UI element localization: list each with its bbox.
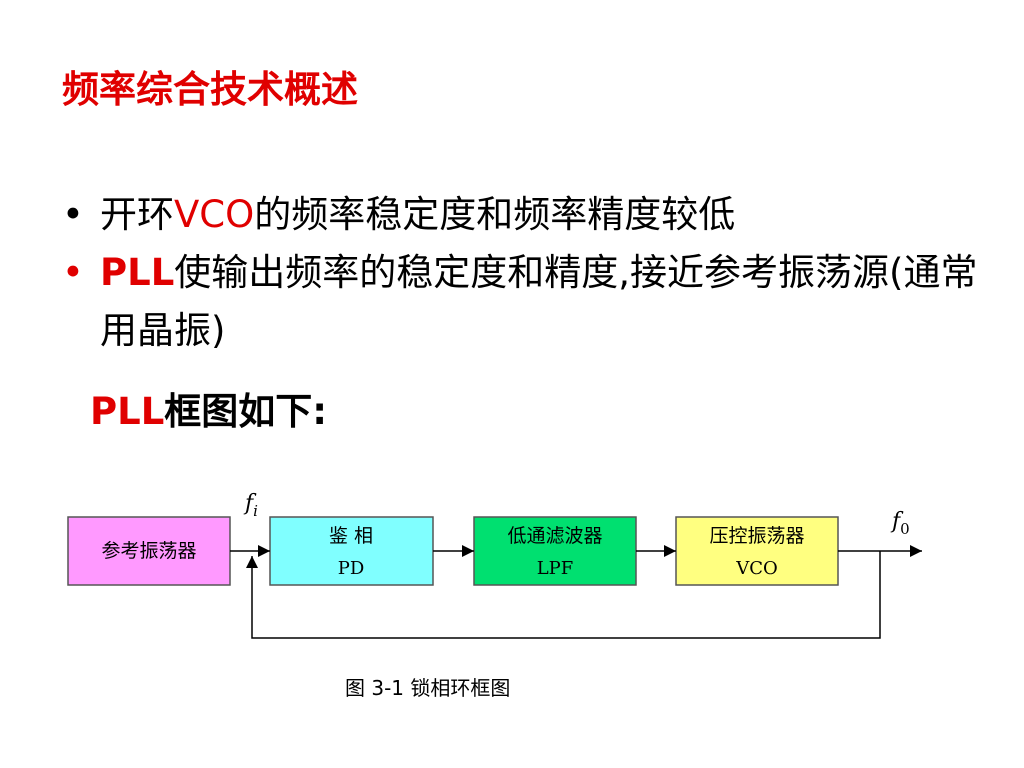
bullet-item-vco: • 开环VCO的频率稳定度和频率精度较低: [62, 186, 982, 244]
block-label: 压控振荡器: [709, 525, 804, 547]
diagram-heading: PLL框图如下:: [90, 390, 328, 433]
block-vco: [675, 516, 839, 586]
bullet-text: 的频率稳定度和频率精度较低: [254, 193, 736, 236]
block-reference-oscillator: [67, 516, 231, 586]
input-signal-label: fi: [243, 491, 258, 520]
block-sub-label: PD: [338, 558, 365, 579]
block-label: 参考振荡器: [101, 540, 196, 562]
pll-block-diagram: 参考振荡器 鉴 相 PD 低通滤波器 LPF 压控振荡器 VCO fi f0: [67, 491, 922, 639]
block-sub-label: VCO: [735, 558, 778, 579]
bullet-highlight-pll: PLL: [100, 251, 175, 294]
feedback-path: [246, 551, 881, 639]
block-label: 鉴 相: [329, 525, 373, 547]
bullet-highlight-vco: VCO: [174, 193, 255, 236]
block-low-pass-filter: [473, 516, 637, 586]
bullet-prefix: 开环: [100, 193, 174, 236]
bullet-dot: •: [62, 193, 84, 236]
page-title: 频率综合技术概述: [62, 68, 358, 111]
subhead-highlight: PLL: [90, 390, 165, 433]
subhead-text: 框图如下:: [164, 390, 328, 433]
block-sub-label: LPF: [537, 558, 574, 579]
bullet-text: 使输出频率的稳定度和精度,接近参考振荡源(通常用晶振): [100, 251, 978, 352]
bullet-item-pll: • PLL使输出频率的稳定度和精度,接近参考振荡源(通常用晶振): [62, 244, 982, 360]
bullet-dot: •: [62, 251, 84, 294]
block-label: 低通滤波器: [507, 525, 602, 547]
bullet-list: • 开环VCO的频率稳定度和频率精度较低 • PLL使输出频率的稳定度和精度,接近参…: [62, 186, 982, 360]
block-phase-detector: [269, 516, 434, 586]
output-signal-label: f0: [890, 509, 910, 538]
figure-caption: 图 3-1 锁相环框图: [345, 676, 511, 700]
